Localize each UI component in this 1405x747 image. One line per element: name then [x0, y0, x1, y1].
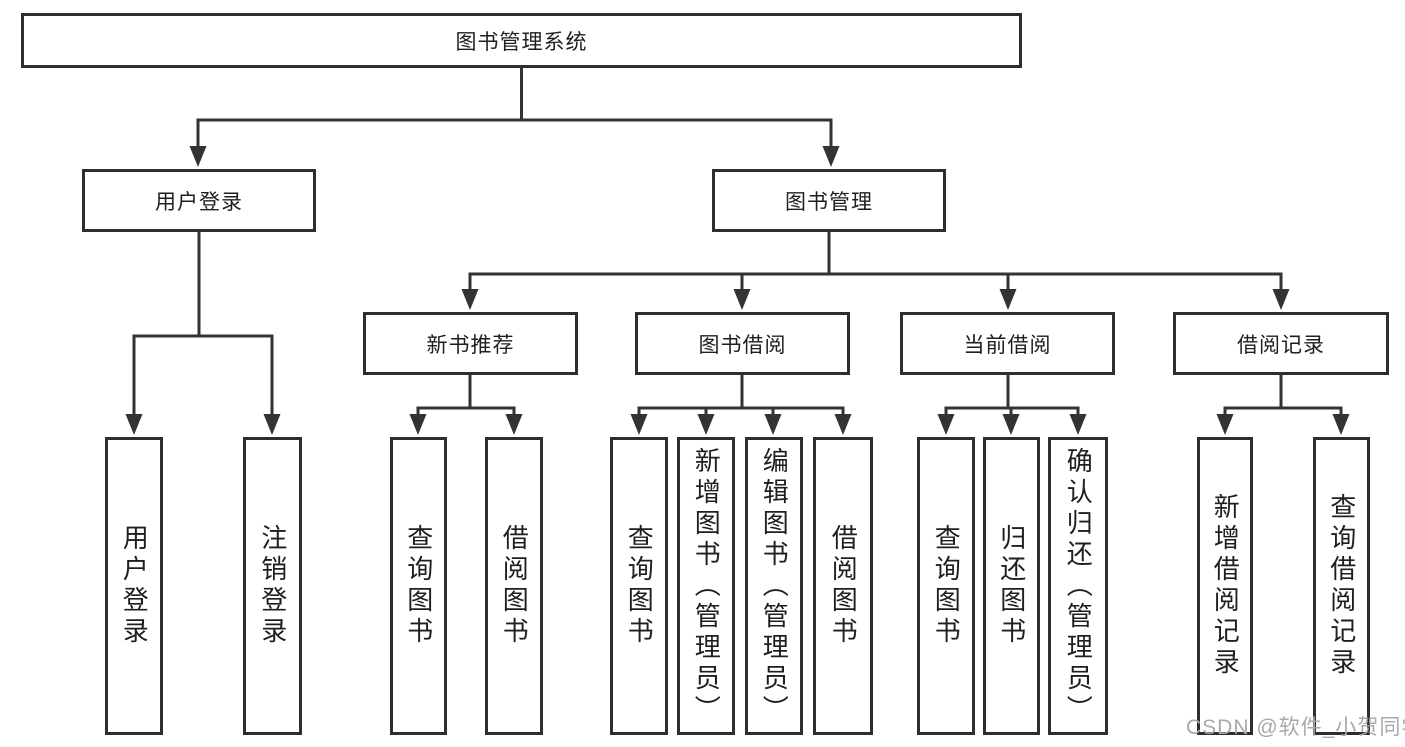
- leaf-new-books-borrow: 借阅图书: [485, 437, 543, 735]
- csdn-watermark: CSDN @软件_小贺同学: [1186, 716, 1405, 739]
- arrowhead-icons: [125, 146, 1350, 435]
- leaf-new-books-query: 查询图书: [390, 437, 447, 735]
- leaf-label: 确认归还（管理员）: [1063, 446, 1094, 726]
- node-user-login: 用户登录: [82, 169, 316, 232]
- leaf-label: 编辑图书（管理员）: [759, 446, 790, 726]
- node-new-book-recommend: 新书推荐: [363, 312, 578, 375]
- leaf-label: 归还图书: [996, 524, 1027, 648]
- leaf-user-login-login: 用户登录: [105, 437, 163, 735]
- leaf-label: 查询图书: [624, 524, 655, 648]
- node-root: 图书管理系统: [21, 13, 1022, 68]
- leaf-label: 用户登录: [119, 524, 150, 648]
- leaf-label: 查询借阅记录: [1326, 493, 1357, 679]
- leaf-label: 新增图书（管理员）: [691, 446, 722, 726]
- leaf-current-borrow-confirm-admin: 确认归还（管理员）: [1048, 437, 1108, 735]
- node-current-borrow: 当前借阅: [900, 312, 1115, 375]
- node-borrow-records: 借阅记录: [1173, 312, 1389, 375]
- leaf-label: 新增借阅记录: [1210, 493, 1241, 679]
- node-book-management: 图书管理: [712, 169, 946, 232]
- node-book-borrow: 图书借阅: [635, 312, 850, 375]
- leaf-label: 借阅图书: [499, 524, 530, 648]
- leaf-current-borrow-query: 查询图书: [917, 437, 975, 735]
- leaf-book-borrow-edit-admin: 编辑图书（管理员）: [745, 437, 803, 735]
- leaf-label: 借阅图书: [828, 524, 859, 648]
- leaf-borrow-records-add: 新增借阅记录: [1197, 437, 1253, 735]
- leaf-book-borrow-query: 查询图书: [610, 437, 668, 735]
- leaf-book-borrow-borrow: 借阅图书: [813, 437, 873, 735]
- leaf-current-borrow-return: 归还图书: [983, 437, 1040, 735]
- leaf-borrow-records-query: 查询借阅记录: [1313, 437, 1370, 735]
- leaf-book-borrow-add-admin: 新增图书（管理员）: [677, 437, 735, 735]
- leaf-user-login-logout: 注销登录: [243, 437, 302, 735]
- leaf-label: 查询图书: [931, 524, 962, 648]
- leaf-label: 注销登录: [257, 524, 288, 648]
- leaf-label: 查询图书: [403, 524, 434, 648]
